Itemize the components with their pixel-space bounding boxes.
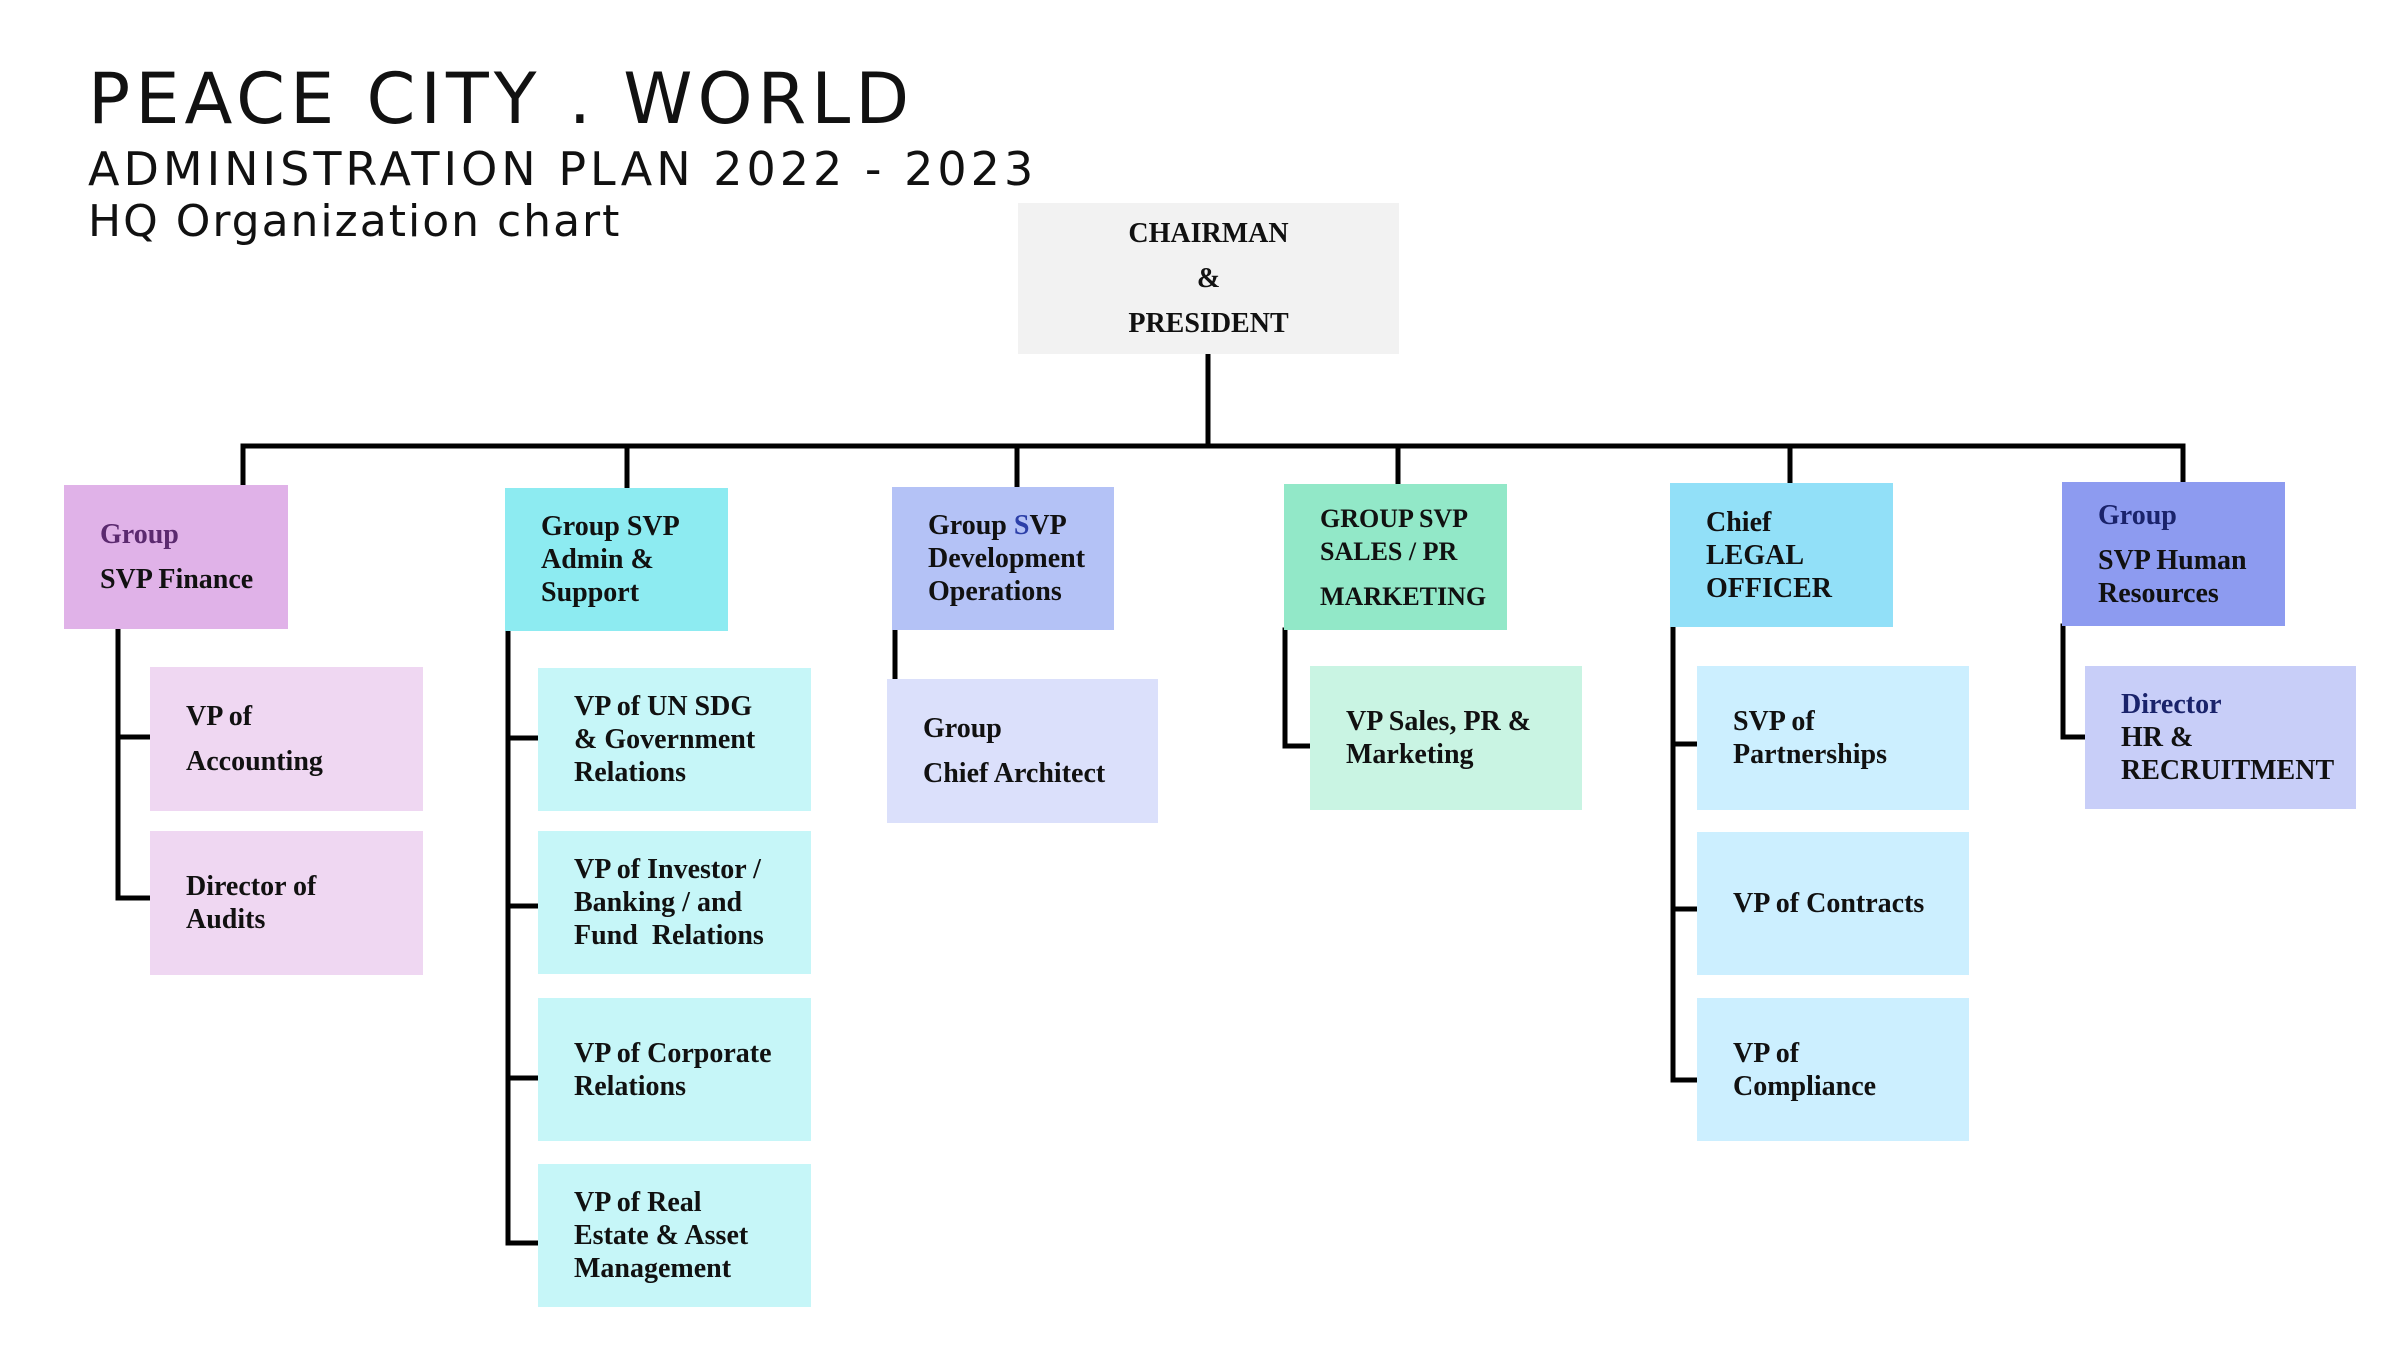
box-line: Group SVP bbox=[541, 511, 680, 542]
box-line: SVP Finance bbox=[100, 564, 254, 595]
org-box-svp-admin-support: Group SVP Admin & Support bbox=[505, 488, 728, 631]
box-line: Director of bbox=[186, 871, 317, 902]
box-line: Director bbox=[2121, 689, 2222, 720]
box-line: Operations bbox=[928, 576, 1062, 607]
box-line: Admin & bbox=[541, 544, 654, 575]
org-box-vp-real-estate: VP of Real Estate & Asset Management bbox=[538, 1164, 811, 1307]
box-line: SVP Human bbox=[2098, 544, 2247, 576]
box-line: VP of Corporate bbox=[574, 1037, 772, 1069]
box-line: Group bbox=[2098, 499, 2177, 531]
box-line: Audits bbox=[186, 904, 266, 935]
org-box-vp-accounting: VP of Accounting bbox=[150, 667, 423, 811]
box-line: Group bbox=[100, 519, 179, 550]
org-box-vp-un-sdg: VP of UN SDG & Government Relations bbox=[538, 668, 811, 811]
box-line: LEGAL bbox=[1706, 539, 1805, 571]
org-box-svp-partnerships: SVP of Partnerships bbox=[1697, 666, 1969, 810]
box-line: Group SVP bbox=[928, 509, 1106, 542]
box-line: SVP of bbox=[1733, 706, 1815, 737]
box-line: SALES / PR bbox=[1320, 536, 1458, 566]
box-line: Chief Architect bbox=[923, 758, 1106, 789]
box-line: Banking / and bbox=[574, 887, 743, 918]
box-line: Relations bbox=[574, 757, 686, 788]
box-line: Relations bbox=[574, 1070, 686, 1102]
box-line: CHAIRMAN bbox=[1128, 218, 1289, 249]
org-box-vp-corporate-relations: VP of Corporate Relations bbox=[538, 998, 811, 1141]
org-box-svp-sales-marketing: GROUP SVP SALES / PR MARKETING bbox=[1284, 484, 1507, 630]
box-line: MARKETING bbox=[1320, 581, 1487, 611]
box-line-part: S bbox=[1013, 510, 1030, 541]
box-line: Chief bbox=[1706, 506, 1772, 538]
org-box-svp-development-operations: Group SVP Development Operations bbox=[892, 487, 1114, 630]
box-line: HR & bbox=[2121, 722, 2194, 753]
box-line: VP of UN SDG bbox=[574, 691, 753, 722]
org-box-chief-legal-officer: Chief LEGAL OFFICER bbox=[1670, 483, 1893, 627]
org-box-vp-compliance: VP of Compliance bbox=[1697, 998, 1969, 1141]
box-line: Estate & Asset bbox=[574, 1220, 749, 1251]
page-subtitle: ADMINISTRATION PLAN 2022 - 2023 bbox=[88, 142, 1038, 196]
box-line: Fund Relations bbox=[574, 920, 764, 951]
box-line: & Government bbox=[574, 724, 756, 755]
org-box-director-audits: Director of Audits bbox=[150, 831, 423, 975]
box-line: VP of Real bbox=[574, 1187, 702, 1218]
box-line: Partnerships bbox=[1733, 739, 1887, 770]
box-line: VP of Investor / bbox=[574, 854, 761, 885]
box-line: Group bbox=[923, 713, 1002, 744]
box-line: VP of bbox=[1733, 1037, 1800, 1069]
box-line: RECRUITMENT bbox=[2121, 755, 2335, 786]
org-box-svp-finance: Group SVP Finance bbox=[64, 485, 288, 629]
page-subtitle-secondary: HQ Organization chart bbox=[88, 196, 622, 247]
box-line: VP of bbox=[186, 701, 253, 732]
box-line: Accounting bbox=[186, 746, 323, 777]
box-line: Support bbox=[541, 577, 640, 608]
box-line: Marketing bbox=[1346, 739, 1474, 770]
org-box-vp-contracts: VP of Contracts bbox=[1697, 832, 1969, 975]
box-line-part: Group bbox=[928, 510, 1014, 541]
box-line: Resources bbox=[2098, 577, 2219, 609]
box-line: OFFICER bbox=[1706, 572, 1832, 604]
page-title: PEACE CITY . WORLD bbox=[88, 58, 915, 140]
org-box-vp-investor-relations: VP of Investor / Banking / and Fund Rela… bbox=[538, 831, 811, 974]
org-box-vp-sales-pr: VP Sales, PR & Marketing bbox=[1310, 666, 1582, 810]
box-line: PRESIDENT bbox=[1128, 308, 1289, 339]
box-line: & bbox=[1196, 263, 1221, 294]
box-line: VP Sales, PR & bbox=[1346, 706, 1532, 737]
box-line-part: VP bbox=[1029, 510, 1067, 541]
box-line: Management bbox=[574, 1253, 732, 1284]
box-line: GROUP SVP bbox=[1320, 503, 1469, 533]
box-line: Compliance bbox=[1733, 1070, 1877, 1102]
org-box-svp-human-resources: Group SVP Human Resources bbox=[2062, 482, 2285, 626]
org-box-chief-architect: Group Chief Architect bbox=[887, 679, 1158, 823]
box-line: VP of Contracts bbox=[1733, 888, 1925, 919]
org-box-chairman: CHAIRMAN & PRESIDENT bbox=[1018, 203, 1399, 354]
box-line: Development bbox=[928, 543, 1086, 574]
org-box-director-hr-recruitment: Director HR & RECRUITMENT bbox=[2085, 666, 2356, 809]
